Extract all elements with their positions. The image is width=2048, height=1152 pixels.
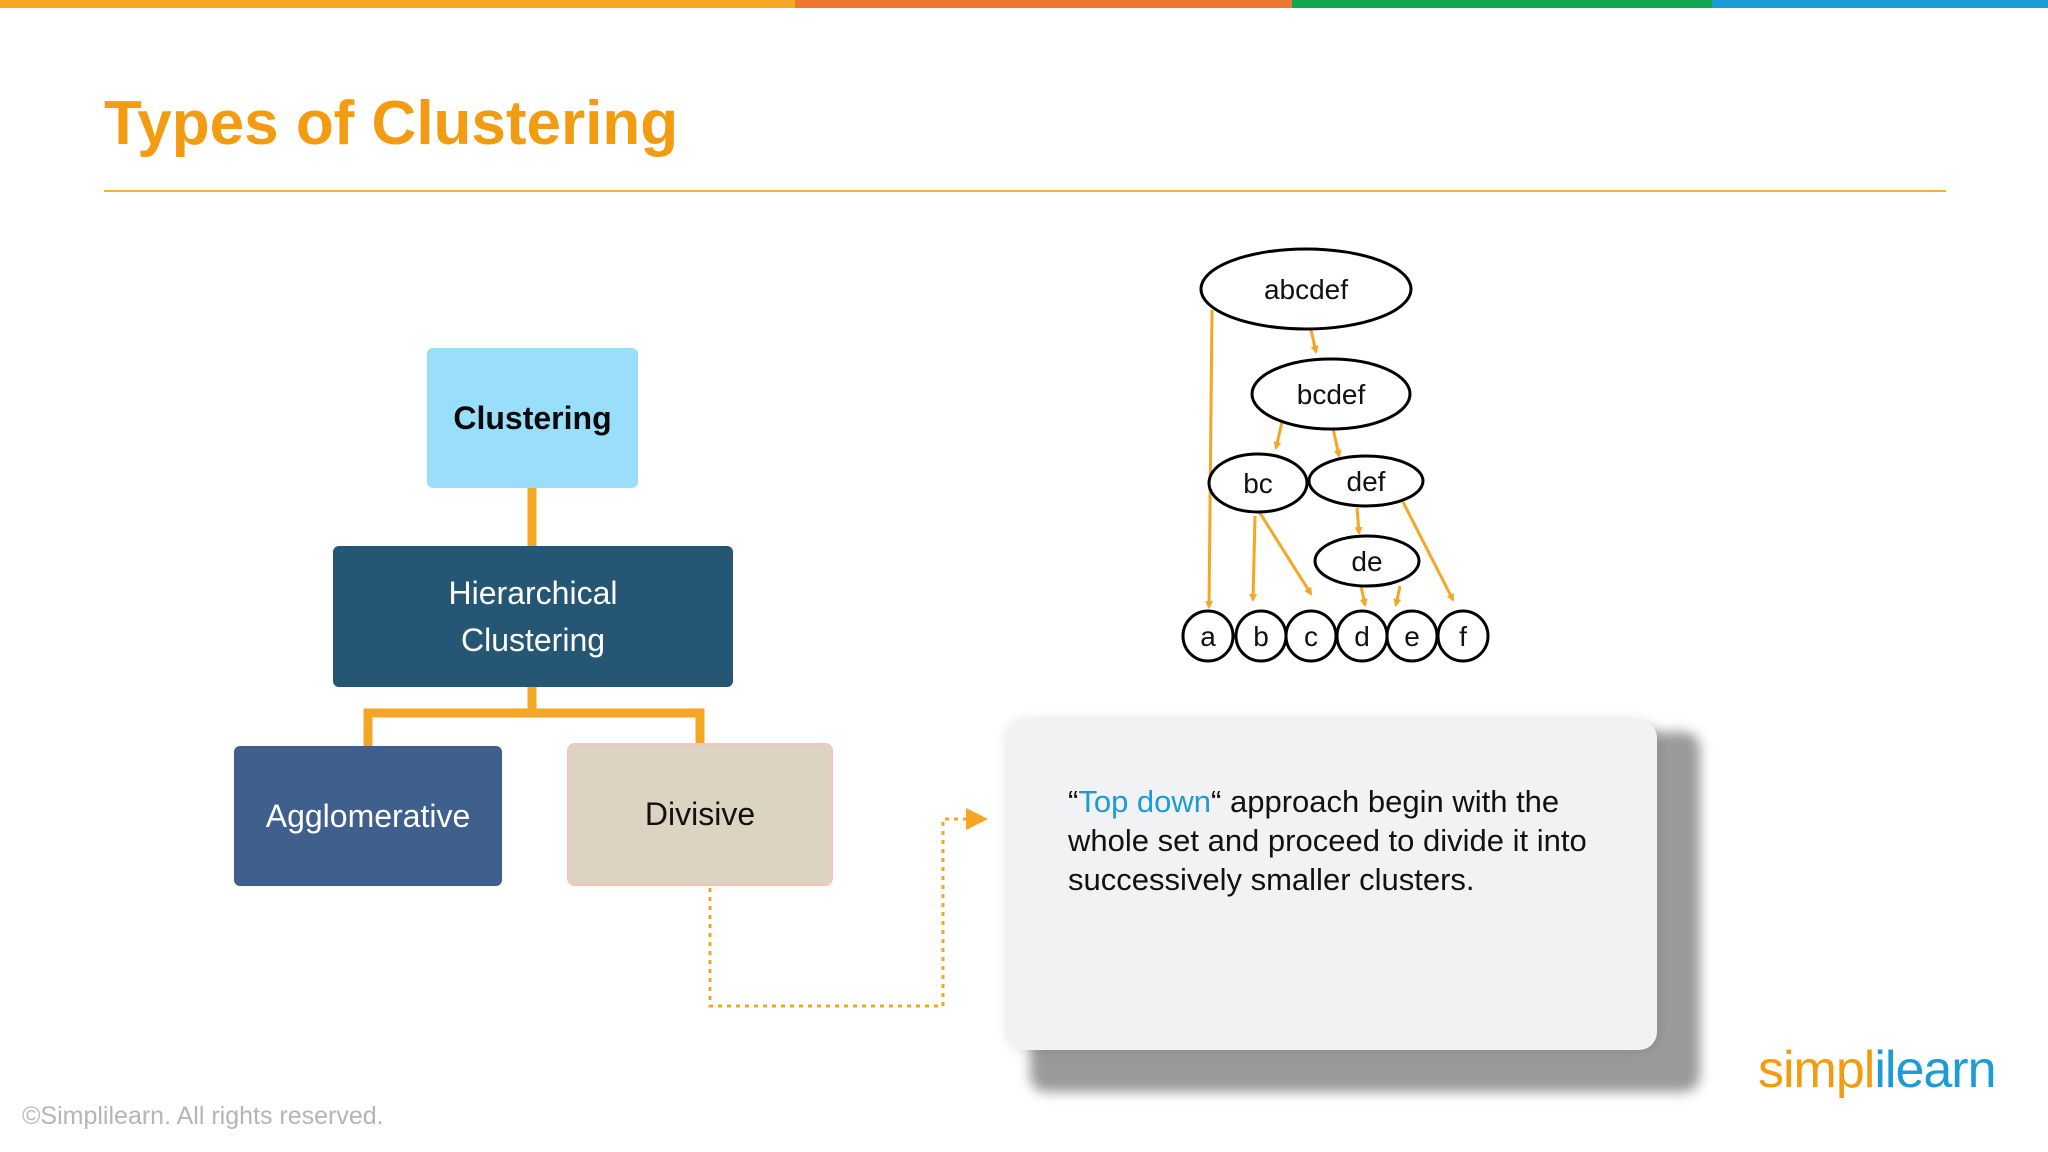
hierarchical-clustering-box: Hierarchical Clustering bbox=[333, 546, 733, 687]
node-bc-label: bc bbox=[1243, 468, 1273, 499]
callout-card bbox=[1007, 720, 1657, 1050]
connector-children-bracket bbox=[363, 708, 705, 746]
leaf-c-label: c bbox=[1304, 621, 1318, 652]
callout-highlight: Top down bbox=[1078, 784, 1212, 819]
leaf-f bbox=[1436, 609, 1490, 663]
edge-bc-to-c bbox=[1256, 509, 1313, 596]
hierarchical-label-line1: Hierarchical bbox=[448, 574, 618, 611]
leaf-d-label: d bbox=[1354, 621, 1370, 652]
callout-quote-close: “ bbox=[1211, 784, 1222, 819]
leaf-a-label: a bbox=[1200, 621, 1216, 652]
clustering-label: Clustering bbox=[453, 399, 612, 436]
dotted-arrow-head bbox=[966, 808, 988, 830]
topbar-segment-orange bbox=[0, 0, 795, 8]
edge-bc-to-b bbox=[1249, 515, 1258, 602]
leaf-a bbox=[1181, 609, 1235, 663]
title-divider bbox=[104, 190, 1946, 192]
node-def bbox=[1307, 454, 1425, 508]
topbar-segment-red bbox=[795, 0, 1292, 8]
topbar-segment-blue bbox=[1712, 0, 2048, 8]
callout-text: “Top down“ approach begin with the whole… bbox=[1068, 782, 1628, 899]
leaf-e-label: e bbox=[1404, 621, 1420, 652]
edge-abcdef-to-bcdef bbox=[1309, 329, 1319, 354]
hierarchical-label-line2: Clustering bbox=[460, 621, 606, 658]
leaf-b-label: b bbox=[1253, 621, 1269, 652]
edge-de-to-e bbox=[1393, 585, 1402, 607]
agglomerative-label: Agglomerative bbox=[265, 797, 471, 834]
hierarchy-connectors bbox=[363, 488, 705, 746]
tree-nodes bbox=[1181, 247, 1490, 663]
edge-de-to-d bbox=[1359, 585, 1368, 607]
logo-part3: learn bbox=[1884, 1041, 1997, 1099]
node-def-label: def bbox=[1347, 466, 1386, 497]
logo-part1: simpl bbox=[1758, 1041, 1875, 1099]
callout-body: approach begin with the whole set and pr… bbox=[1068, 784, 1587, 897]
tree-labels: abcdef bcdef bc def de a b c d e f bbox=[1200, 274, 1467, 652]
node-bc bbox=[1207, 452, 1309, 514]
edge-bcdef-to-def bbox=[1331, 427, 1342, 458]
agglomerative-box: Agglomerative bbox=[234, 746, 502, 886]
slide-title: Types of Clustering bbox=[104, 89, 679, 158]
edge-bcdef-to-bc bbox=[1273, 421, 1284, 450]
divisive-label: Divisive bbox=[644, 796, 756, 832]
top-color-bar bbox=[0, 0, 2048, 8]
leaf-f-label: f bbox=[1459, 621, 1467, 652]
divisive-box: Divisive bbox=[567, 743, 833, 886]
tree-edges bbox=[1205, 309, 1455, 609]
node-bcdef bbox=[1250, 357, 1412, 431]
edge-def-to-de bbox=[1354, 507, 1363, 535]
edge-def-to-f bbox=[1401, 501, 1455, 602]
topbar-segment-green bbox=[1292, 0, 1712, 8]
node-de bbox=[1313, 534, 1421, 588]
simplilearn-logo: simplilearn bbox=[1758, 1040, 1997, 1100]
logo-part2: i bbox=[1874, 1041, 1886, 1099]
edge-abcdef-to-a bbox=[1205, 309, 1214, 609]
dotted-arrow-divisive-to-callout bbox=[708, 817, 966, 1008]
node-de-label: de bbox=[1351, 546, 1382, 577]
node-abcdef-label: abcdef bbox=[1264, 274, 1348, 305]
node-abcdef bbox=[1199, 247, 1413, 331]
node-bcdef-label: bcdef bbox=[1297, 379, 1366, 410]
callout-quote-open: “ bbox=[1068, 784, 1079, 819]
footer-copyright: ©Simplilearn. All rights reserved. bbox=[22, 1102, 384, 1130]
clustering-box: Clustering bbox=[427, 348, 638, 488]
